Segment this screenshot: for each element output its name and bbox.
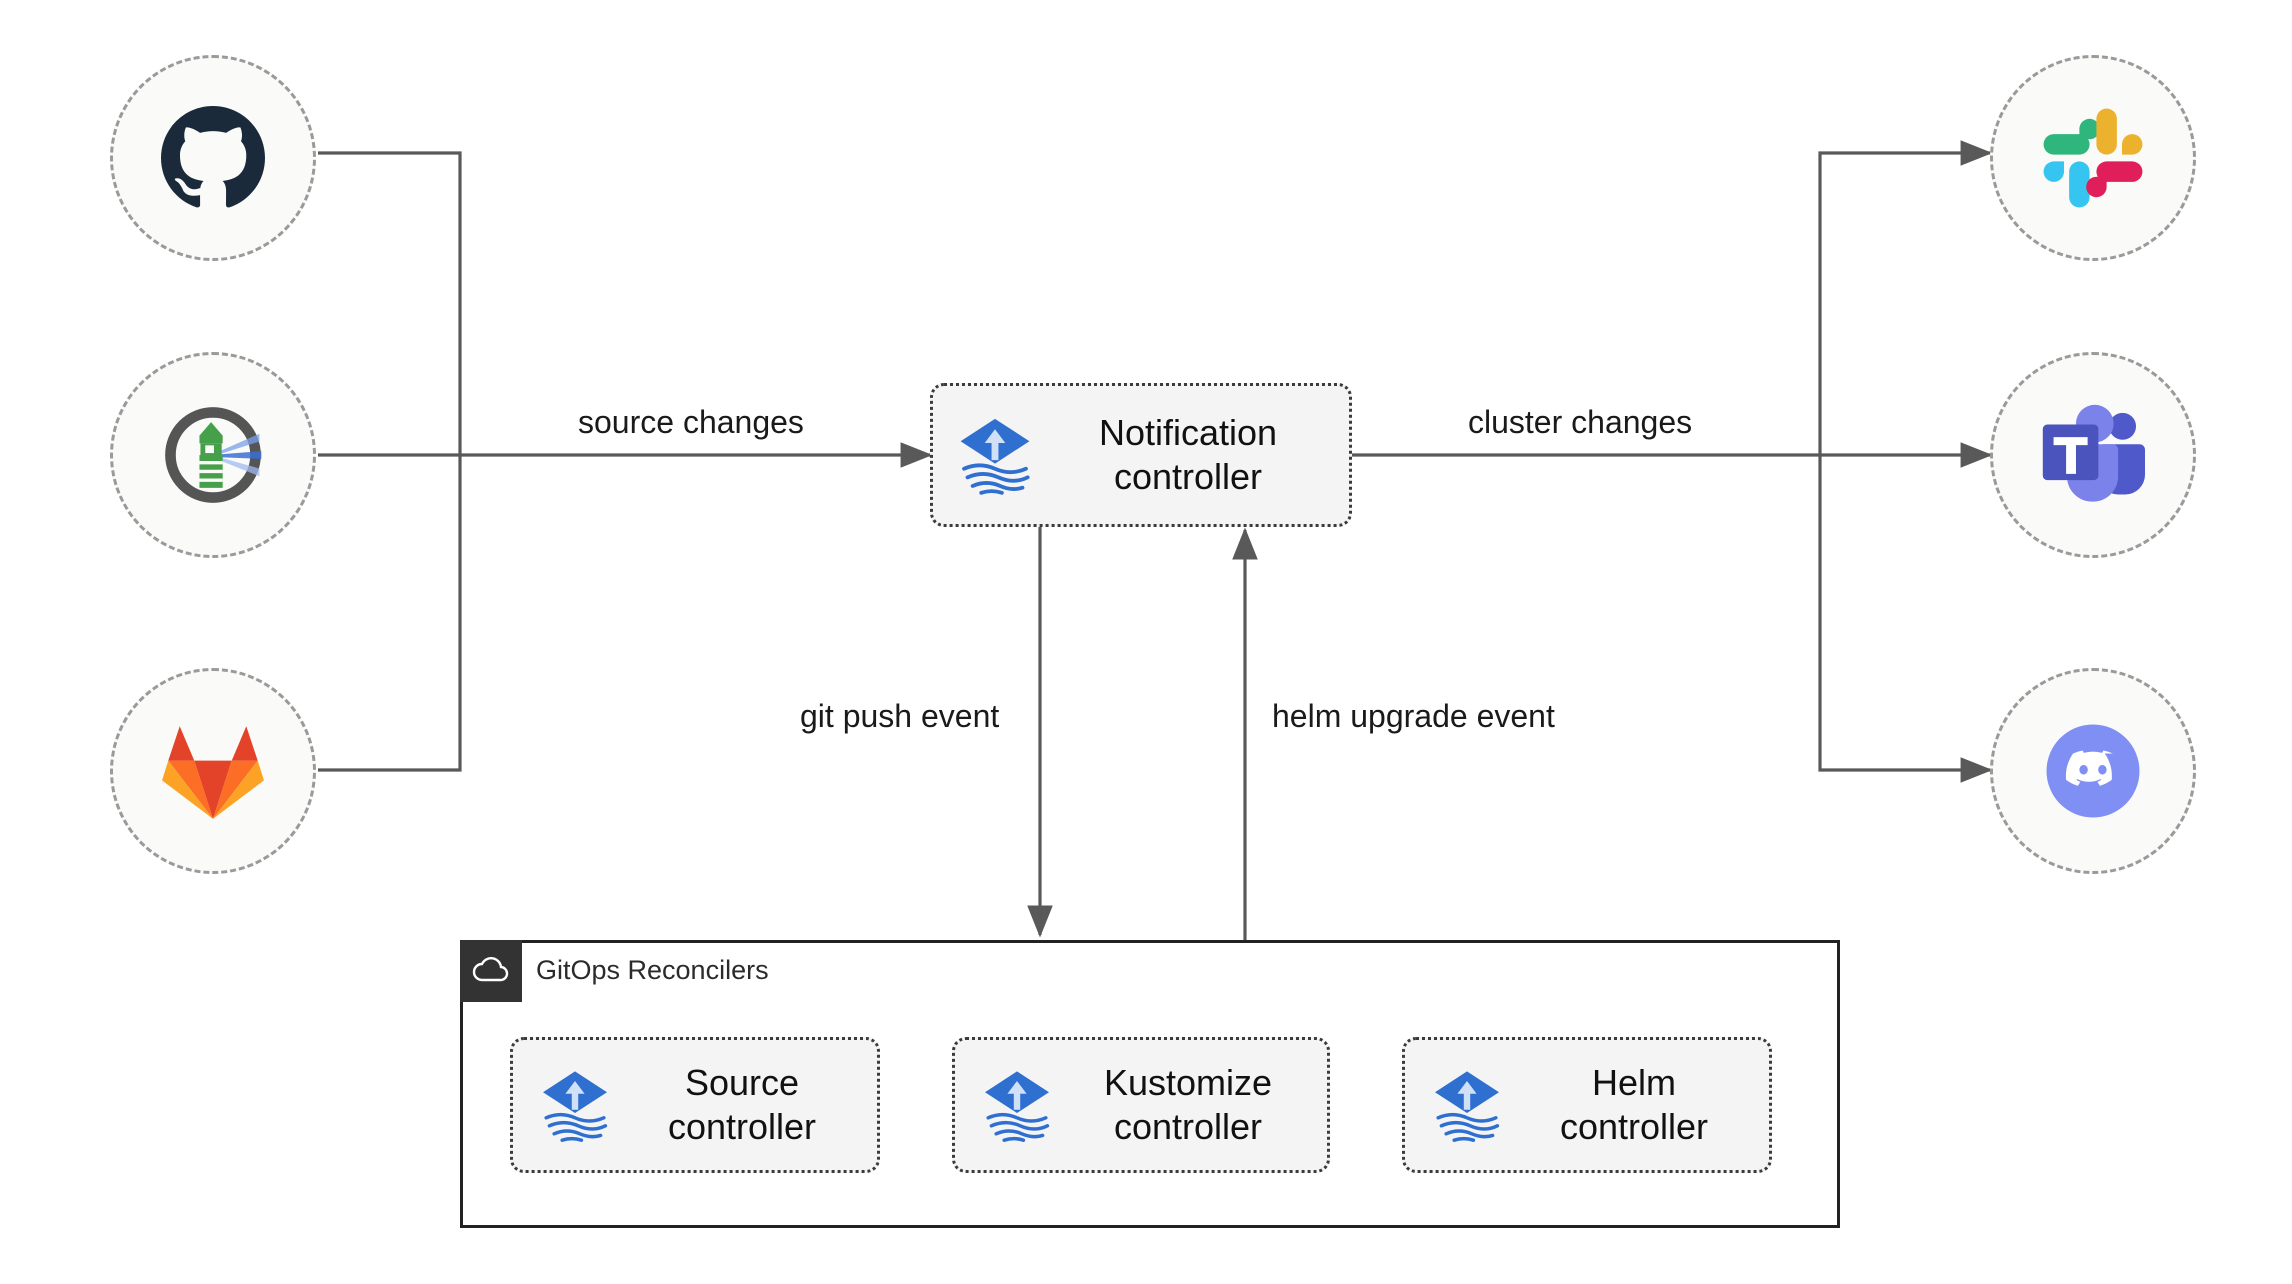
endpoint-flux[interactable] <box>110 352 316 558</box>
slack-icon <box>2043 108 2143 208</box>
flux-controller-icon <box>529 1065 621 1145</box>
wire-bus-to-slack <box>1818 140 1993 455</box>
edge-label-git-push-event: git push event <box>800 698 1000 734</box>
flux-controller-icon <box>971 1065 1063 1145</box>
flux-lighthouse-icon <box>165 407 262 503</box>
group-title: GitOps Reconcilers <box>536 955 769 985</box>
node-source-controller[interactable]: Source controller <box>510 1037 880 1173</box>
flux-controller-icon <box>949 412 1041 498</box>
node-helm-controller[interactable]: Helm controller <box>1402 1037 1772 1173</box>
cloud-icon <box>460 940 522 1002</box>
discord-icon <box>2046 724 2140 818</box>
endpoint-teams[interactable] <box>1990 352 2196 558</box>
node-notification-controller[interactable]: Notification controller <box>930 383 1352 527</box>
wire-gitlab-to-bus <box>318 455 462 772</box>
node-label: Kustomize controller <box>1103 1062 1273 1147</box>
edge-label-helm-upgrade-event: helm upgrade event <box>1272 698 1555 734</box>
endpoint-gitlab[interactable] <box>110 668 316 874</box>
wire-bus-to-discord <box>1818 455 1993 783</box>
endpoint-github[interactable] <box>110 55 316 261</box>
github-icon <box>161 106 265 208</box>
node-label: Helm controller <box>1559 1062 1709 1147</box>
wire-github-to-bus <box>318 151 462 455</box>
edge-label-source-changes: source changes <box>578 404 804 440</box>
gitlab-icon <box>162 726 264 819</box>
edge-label-cluster-changes: cluster changes <box>1468 404 1693 440</box>
node-label: Source controller <box>667 1062 817 1147</box>
flux-controller-icon <box>1421 1065 1513 1145</box>
endpoint-slack[interactable] <box>1990 55 2196 261</box>
microsoft-teams-icon <box>2042 404 2145 502</box>
node-label: Notification controller <box>1098 412 1278 497</box>
node-kustomize-controller[interactable]: Kustomize controller <box>952 1037 1330 1173</box>
endpoint-discord[interactable] <box>1990 668 2196 874</box>
